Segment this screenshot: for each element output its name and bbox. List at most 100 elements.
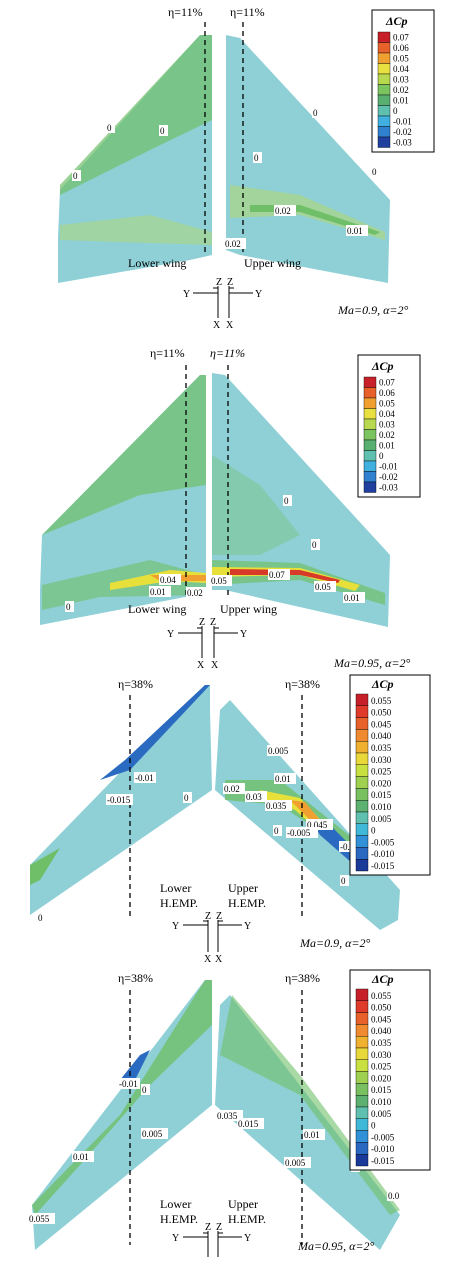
lower-hemp-label-1: Lower xyxy=(160,1197,191,1211)
axes-glyph xyxy=(193,286,253,318)
legend-tick-label: 0.030 xyxy=(371,755,392,765)
contour-label: 0 xyxy=(313,108,318,118)
legend-swatch xyxy=(363,429,377,441)
legend-swatch xyxy=(377,84,391,96)
legend-swatch xyxy=(355,717,369,730)
lower-hemp-leading-edge xyxy=(100,685,210,780)
legend-swatch xyxy=(363,408,377,420)
legend-tick-label: 0.05 xyxy=(393,54,409,64)
legend-title: ΔCp xyxy=(371,359,394,373)
eta-label-right: η=11% xyxy=(230,5,265,19)
lower-hemp-label-2: H.EMP. xyxy=(160,896,198,910)
axis-y-right: Y xyxy=(244,921,251,932)
contour-label: 0 xyxy=(284,496,289,506)
upper-wing-surface xyxy=(226,35,390,283)
legend-swatch xyxy=(355,823,369,836)
legend-swatch xyxy=(377,105,391,117)
axis-y-right: Y xyxy=(240,629,247,640)
panel-c: η=38% η=38% -0.01 -0.015 0 0.005 0.01 0.… xyxy=(0,670,455,965)
legend-tick-label: 0.03 xyxy=(379,420,395,430)
axis-z-right: Z xyxy=(210,617,216,628)
eta-label-right: η=38% xyxy=(285,677,320,691)
legend-swatch xyxy=(363,397,377,409)
legend-tick-label: 0.01 xyxy=(379,441,395,451)
legend-tick-label: 0.025 xyxy=(371,1062,392,1072)
contour-label: 0.01 xyxy=(304,1130,320,1140)
lower-hemp-green xyxy=(30,848,60,885)
flow-condition: Ma=0.95, α=2° xyxy=(333,656,410,670)
legend-swatch xyxy=(377,52,391,64)
lower-wing-green-band xyxy=(60,215,212,245)
panel-a-svg: η=11% η=11% 0 0 0 0 0 0.02 0.01 0.02 0 L… xyxy=(58,5,435,331)
legend-tick-label: -0.01 xyxy=(393,117,412,127)
legend-swatch xyxy=(355,1153,369,1167)
eta-label-left: η=38% xyxy=(118,677,153,691)
legend-tick-label: 0.035 xyxy=(371,1038,392,1048)
legend-swatch xyxy=(355,1012,369,1025)
contour-label: 0 xyxy=(312,540,317,550)
legend-tick-label: -0.03 xyxy=(393,138,412,148)
legend-swatch xyxy=(355,988,369,1002)
legend-tick-label: -0.015 xyxy=(371,1156,395,1166)
lower-hemp-negative xyxy=(120,1050,150,1080)
legend-tick-label: -0.02 xyxy=(393,127,412,137)
legend-swatch xyxy=(363,481,377,493)
contour-label: 0.02 xyxy=(225,239,241,249)
lower-hemp-label-2: H.EMP. xyxy=(160,1212,198,1226)
upper-wing-shock-core xyxy=(230,569,340,583)
axis-x-left: X xyxy=(204,954,212,965)
contour-label: 0.05 xyxy=(211,576,227,586)
legend-tick-label: -0.02 xyxy=(379,472,398,482)
contour-label: 0 xyxy=(107,123,112,133)
panel-b-svg: η=11% η=11% 0 0 0.04 0.01 0.02 0.05 0.07… xyxy=(40,346,421,671)
legend-swatch xyxy=(363,387,377,399)
legend-swatch xyxy=(377,126,391,138)
axis-x-right: X xyxy=(211,660,219,670)
eta-label-left: η=38% xyxy=(118,971,153,985)
legend-tick-label: 0.030 xyxy=(371,1050,392,1060)
axis-y-left: Y xyxy=(183,289,190,300)
contour-label: 0 xyxy=(38,913,43,923)
legend-tick-label: 0.07 xyxy=(379,378,395,388)
legend-swatch xyxy=(377,115,391,127)
contour-label: 0 xyxy=(160,126,165,136)
contour-label: 0.045 xyxy=(307,820,328,830)
contour-label: 0 xyxy=(372,167,377,177)
legend-tick-label: 0.040 xyxy=(371,1026,392,1036)
legend: ΔCp 0.0550.0500.0450.0400.0350.0300.0250… xyxy=(349,969,431,1171)
contour-label: 0 xyxy=(254,153,259,163)
contour-label: 0.005 xyxy=(285,1158,306,1168)
contour-label: 0.04 xyxy=(160,575,176,585)
legend-swatch xyxy=(355,1083,369,1096)
legend-swatch xyxy=(355,858,369,872)
contour-label: 0.05 xyxy=(315,582,331,592)
axes-glyph xyxy=(183,1231,242,1257)
contour-labels: 0 0 0.04 0.01 0.02 0.05 0.07 0.05 0.01 0 xyxy=(65,495,365,612)
legend-title: ΔCp xyxy=(385,14,408,28)
legend-tick-label: -0.010 xyxy=(371,849,395,859)
axes-glyph xyxy=(178,626,238,658)
legend-swatch xyxy=(355,1071,369,1084)
legend-swatch xyxy=(363,471,377,483)
contour-label: 0.0 xyxy=(388,1191,400,1201)
eta-label-left: η=11% xyxy=(168,5,203,19)
panel-d: η=38% η=38% -0.01 0 0.005 0.01 0.055 0.0… xyxy=(0,965,455,1260)
axis-z-right: Z xyxy=(216,1222,222,1233)
legend-swatch xyxy=(363,450,377,462)
legend-swatch xyxy=(355,1106,369,1120)
legend-tick-label: 0.03 xyxy=(393,75,409,85)
contour-label: 0 xyxy=(142,1085,147,1095)
legend-swatch xyxy=(363,418,377,430)
axes-glyph xyxy=(183,920,242,952)
legend-swatch xyxy=(355,1142,369,1155)
legend-swatch xyxy=(355,1000,369,1013)
axis-y-left: Y xyxy=(172,1233,179,1244)
panel-d-svg: η=38% η=38% -0.01 0 0.005 0.01 0.055 0.0… xyxy=(28,969,431,1257)
axis-x-left: X xyxy=(197,660,205,670)
upper-hemp-label-2: H.EMP. xyxy=(228,1212,266,1226)
legend-tick-label: 0.04 xyxy=(379,409,395,419)
legend-tick-label: 0 xyxy=(393,106,398,116)
contour-label: 0.01 xyxy=(344,593,360,603)
legend-tick-label: 0.015 xyxy=(371,1085,392,1095)
legend-tick-label: -0.03 xyxy=(379,483,398,493)
